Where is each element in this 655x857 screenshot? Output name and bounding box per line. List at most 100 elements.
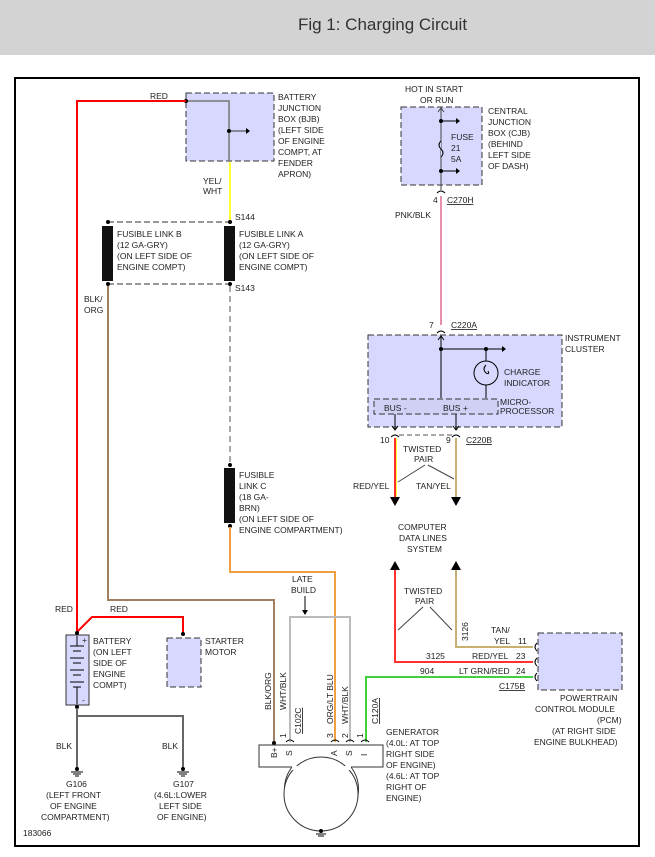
battery-minus: - xyxy=(82,695,85,705)
arrow-icon xyxy=(502,346,506,352)
c175b-pin-11: 11 xyxy=(518,636,527,646)
cjb-header-0: HOT IN START xyxy=(405,84,463,94)
gen-terminal-s2: S xyxy=(344,750,354,756)
fusible-link-c-label-0: FUSIBLE xyxy=(239,470,275,480)
data-lines-label-0: COMPUTER xyxy=(398,522,447,532)
bjb-label-6: FENDER xyxy=(278,158,313,168)
circuit-904: 904 xyxy=(420,666,434,676)
generator-label-0: GENERATOR xyxy=(386,727,439,737)
generator: B+ S A S I GENERATOR (4.0L: AT TOP RIGHT… xyxy=(258,727,440,837)
instrument-cluster: CHARGE INDICATOR BUS - BUS + MICRO- PROC… xyxy=(367,333,621,431)
c120a-pin-2: 2 xyxy=(340,733,350,738)
wire-label-tan-yel: TAN/YEL xyxy=(416,481,451,491)
wire-label-red-battery: RED xyxy=(55,604,73,614)
connector-c220b: C220B xyxy=(466,435,492,445)
gen-terminal-b-plus: B+ xyxy=(269,747,279,758)
fusible-link-a-label-0: FUSIBLE LINK A xyxy=(239,229,304,239)
cjb-label-5: OF DASH) xyxy=(488,161,529,171)
starter-motor: STARTER MOTOR xyxy=(166,632,244,688)
fusible-link-b-label-2: (ON LEFT SIDE OF xyxy=(117,251,192,261)
arrow-up-icon xyxy=(390,561,400,570)
gen-terminal-s1: S xyxy=(284,750,294,756)
figure-title: Fig 1: Charging Circuit xyxy=(297,15,468,34)
g106-label-1: (LEFT FRONT xyxy=(46,790,101,800)
wire-label-blk-g106: BLK xyxy=(56,741,72,751)
wire-blk-g107 xyxy=(77,715,184,768)
bus-minus-label: BUS - xyxy=(384,403,407,413)
fusible-link-b-label-0: FUSIBLE LINK B xyxy=(117,229,182,239)
generator-label-5: RIGHT OF xyxy=(386,782,426,792)
charge-indicator-label-0: CHARGE xyxy=(504,367,541,377)
microprocessor-label-0: MICRO- xyxy=(500,397,531,407)
wire-label-blk-org-0: BLK/ xyxy=(84,294,103,304)
instrument-cluster-label-1: CLUSTER xyxy=(565,344,605,354)
starter-label-0: STARTER xyxy=(205,636,244,646)
c220b-pin-9: 9 xyxy=(446,435,451,445)
pcm-tan-yel-label-0: TAN/ xyxy=(491,625,510,635)
pcm-label-4: ENGINE BULKHEAD) xyxy=(534,737,618,747)
powertrain-control-module: POWERTRAIN CONTROL MODULE (PCM) (AT RIGH… xyxy=(534,632,623,747)
cjb-label-2: BOX (CJB) xyxy=(488,128,530,138)
splice-s144: S144 xyxy=(235,212,255,222)
arrow-icon xyxy=(456,168,460,174)
starter-label-1: MOTOR xyxy=(205,647,236,657)
figure-id: 183066 xyxy=(23,828,52,838)
bjb-label-0: BATTERY xyxy=(278,92,317,102)
microprocessor-label-1: PROCESSOR xyxy=(500,406,554,416)
gen-wire-wht-blk-1: WHT/BLK xyxy=(278,672,288,710)
fusible-link-a-body xyxy=(224,226,235,281)
bjb-label-4: OF ENGINE xyxy=(278,136,325,146)
late-build-label-1: BUILD xyxy=(291,585,316,595)
fusible-link-a-label-2: (ON LEFT SIDE OF xyxy=(239,251,314,261)
diagram-frame xyxy=(14,77,640,847)
generator-label-1: (4.0L: AT TOP xyxy=(386,738,440,748)
twisted-pair-top-label-1: PAIR xyxy=(414,454,433,464)
pcm-label-1: CONTROL MODULE xyxy=(535,704,615,714)
arrow-down-icon xyxy=(390,497,400,506)
c175b-pin-24: 24 xyxy=(516,666,526,676)
bjb-label-5: COMPT, AT xyxy=(278,147,322,157)
data-lines-label-2: SYSTEM xyxy=(407,544,442,554)
bjb-label-7: APRON) xyxy=(278,169,311,179)
wire-blk-org xyxy=(107,286,275,742)
fusible-link-c: FUSIBLE LINK C (18 GA- BRN) (ON LEFT SID… xyxy=(224,463,343,535)
wire-red-starter xyxy=(76,616,184,633)
battery-plus: + xyxy=(82,635,87,645)
bus-plus-label: BUS + xyxy=(443,403,468,413)
pcm-tan-yel-label-1: YEL xyxy=(494,636,510,646)
bjb-label-3: (LEFT SIDE xyxy=(278,125,324,135)
c270h-pin: 4 xyxy=(433,195,438,205)
central-junction-box: HOT IN START OR RUN FUSE 21 5A CENTRAL J… xyxy=(400,84,531,190)
gen-terminal-a: A xyxy=(329,750,339,756)
arrow-icon xyxy=(456,118,460,124)
gen-wire-wht-blk-2: WHT/BLK xyxy=(340,686,350,724)
wire-label-blk-g107: BLK xyxy=(162,741,178,751)
circuit-3126: 3126 xyxy=(460,622,470,641)
fusible-link-c-label-5: ENGINE COMPARTMENT) xyxy=(239,525,343,535)
fusible-link-a-label-1: (12 GA-GRY) xyxy=(239,240,290,250)
fuse-label-1: 21 xyxy=(451,143,461,153)
arrow-up-icon xyxy=(451,561,461,570)
wire-red-main xyxy=(76,100,186,632)
instrument-cluster-label-0: INSTRUMENT xyxy=(565,333,621,343)
ground-g107: G107 (4.6L:LOWER LEFT SIDE OF ENGINE) xyxy=(154,767,207,822)
wire-label-red-yel: RED/YEL xyxy=(353,481,390,491)
gen-wire-org-lt-blu: ORG/LT BLU xyxy=(325,674,335,724)
cjb-label-1: JUNCTION xyxy=(488,117,531,127)
connector-c220a: C220A xyxy=(451,320,477,330)
c120a-pin-3: 3 xyxy=(325,733,335,738)
wire-label-yel-wht-1: WHT xyxy=(203,186,222,196)
fusible-link-c-label-3: BRN) xyxy=(239,503,260,513)
cjb-label-4: LEFT SIDE xyxy=(488,150,531,160)
generator-label-6: ENGINE) xyxy=(386,793,422,803)
fusible-link-c-label-2: (18 GA- xyxy=(239,492,269,502)
battery-label-3: ENGINE xyxy=(93,669,126,679)
fuse-label-0: FUSE xyxy=(451,132,474,142)
twisted-pair-bottom-label-1: PAIR xyxy=(415,596,434,606)
data-lines-label-1: DATA LINES xyxy=(399,533,447,543)
battery: + - BATTERY (ON LEFT SIDE OF ENGINE COMP… xyxy=(65,631,132,709)
wire-label-pnk-blk: PNK/BLK xyxy=(395,210,431,220)
wire-org-lt-blu xyxy=(229,527,336,742)
generator-label-3: OF ENGINE) xyxy=(386,760,436,770)
